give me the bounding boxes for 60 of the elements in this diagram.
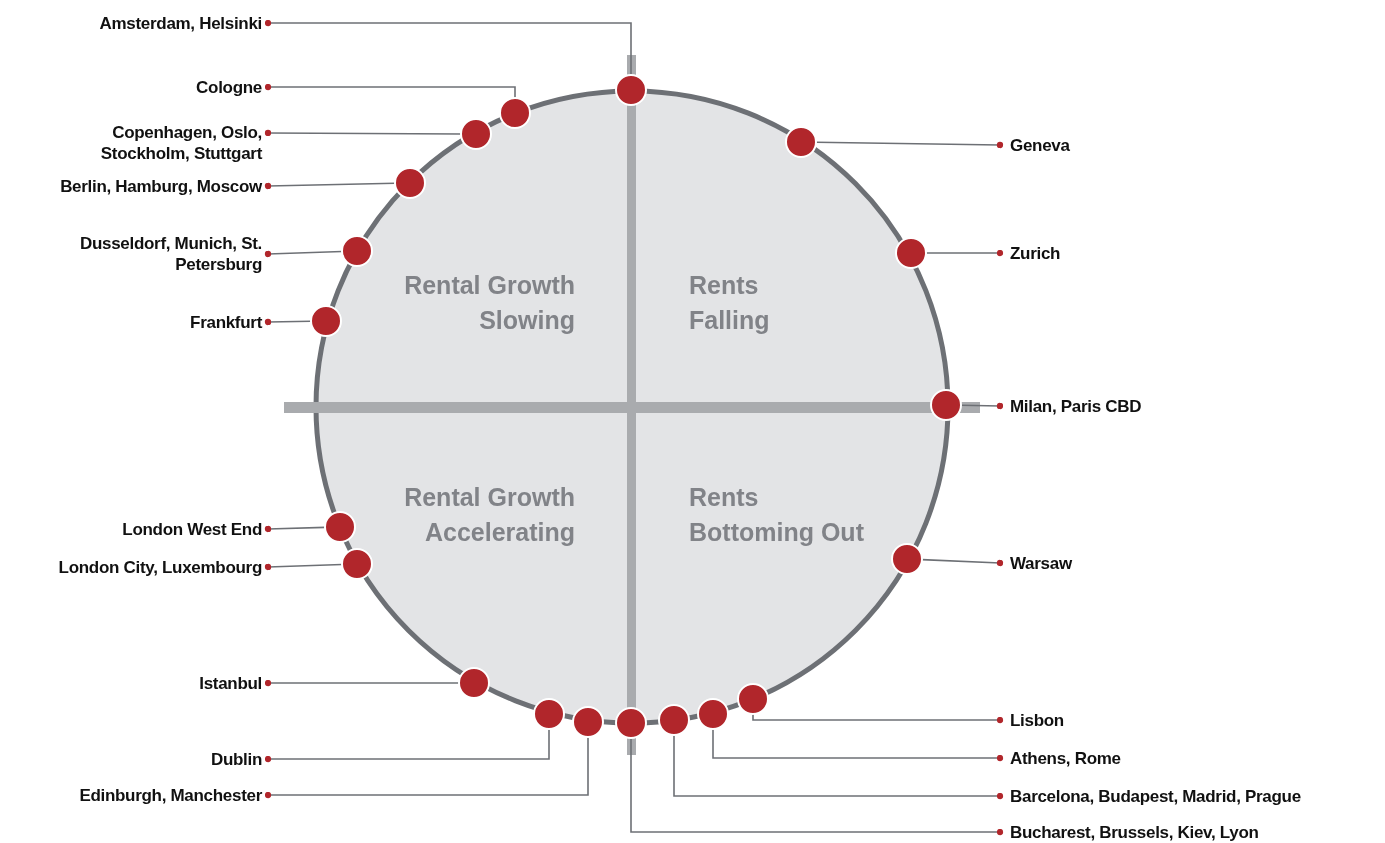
leader-line — [264, 83, 516, 99]
leader-line — [264, 525, 326, 533]
marker-dot — [737, 683, 769, 715]
city-label: Berlin, Hamburg, Moscow — [60, 175, 262, 197]
city-label: London City, Luxembourg — [58, 556, 262, 578]
city-label: Dusseldorf, Munich, St. Petersburg — [52, 233, 262, 275]
marker-dot — [615, 74, 647, 106]
city-label: Edinburgh, Manchester — [79, 784, 262, 806]
marker-dot — [341, 548, 373, 580]
city-label: Amsterdam, Helsinki — [99, 12, 262, 34]
quadrant-label: Rents Falling — [689, 270, 771, 336]
marker-dot — [658, 704, 690, 736]
quadrant-label: Rental Growth Accelerating — [403, 482, 575, 548]
city-label: Frankfurt — [190, 311, 262, 333]
leader-line — [264, 563, 343, 571]
leader-line — [815, 141, 1004, 149]
marker-dot — [310, 305, 342, 337]
leader-line — [264, 19, 632, 76]
leader-line — [264, 250, 343, 258]
city-label: London West End — [122, 518, 262, 540]
marker-dot — [697, 698, 729, 730]
marker-dot — [460, 118, 492, 150]
leader-line — [264, 129, 462, 137]
city-label: Lisbon — [1010, 709, 1064, 731]
city-label: Milan, Paris CBD — [1010, 395, 1142, 417]
marker-dot — [572, 706, 604, 738]
leader-line — [264, 728, 550, 763]
city-label: Bucharest, Brussels, Kiev, Lyon — [1010, 821, 1259, 843]
leader-line — [673, 734, 1004, 800]
leader-line — [960, 402, 1004, 410]
leader-line — [712, 728, 1004, 762]
city-label: Dublin — [210, 748, 262, 770]
city-label: Copenhagen, Oslo, Stockholm, Stuttgart — [32, 122, 262, 164]
leader-line — [921, 558, 1004, 567]
city-label: Athens, Rome — [1010, 747, 1121, 769]
leader-line — [264, 736, 589, 799]
leader-line — [752, 713, 1004, 724]
leader-line — [264, 318, 312, 326]
city-label: Istanbul — [199, 672, 262, 694]
marker-dot — [499, 97, 531, 129]
marker-dot — [341, 235, 373, 267]
marker-dot — [324, 511, 356, 543]
marker-dot — [895, 237, 927, 269]
marker-dot — [533, 698, 565, 730]
marker-dot — [394, 167, 426, 199]
city-label: Warsaw — [1010, 552, 1072, 574]
quadrant-label: Rental Growth Slowing — [403, 270, 575, 336]
quadrant-label: Rents Bottoming Out — [689, 482, 865, 548]
city-label: Barcelona, Budapest, Madrid, Prague — [1010, 785, 1301, 807]
city-label: Cologne — [196, 76, 262, 98]
city-label: Zurich — [1010, 242, 1061, 264]
leader-line — [264, 679, 460, 687]
marker-dot — [615, 707, 647, 739]
leader-line — [264, 182, 396, 190]
leader-line — [925, 249, 1004, 257]
marker-dot — [930, 389, 962, 421]
marker-dot — [785, 126, 817, 158]
marker-dot — [458, 667, 490, 699]
leader-line — [630, 737, 1004, 836]
city-label: Geneva — [1010, 134, 1070, 156]
